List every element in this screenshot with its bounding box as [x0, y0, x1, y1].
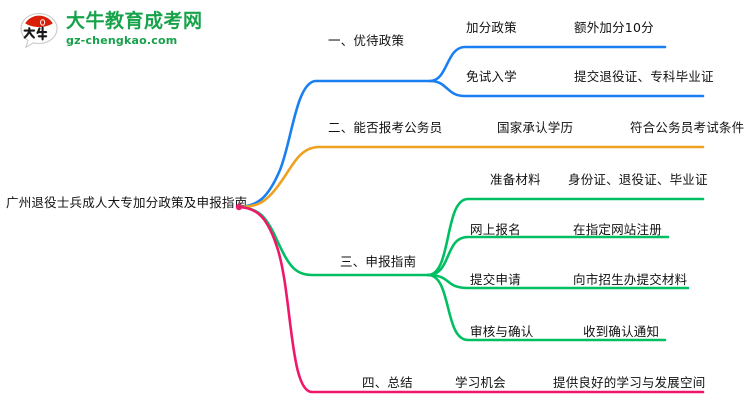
- site-logo: 大牛教育成考网 gz-chengkao.com: [16, 8, 246, 56]
- logo-subtitle: gz-chengkao.com: [66, 34, 178, 47]
- logo-text: 大牛教育成考网 gz-chengkao.com: [66, 10, 203, 48]
- branch-label-1[interactable]: 一、优待政策: [328, 33, 405, 48]
- node-detail-3-2[interactable]: 在指定网站注册: [573, 222, 662, 237]
- node-detail-3-1[interactable]: 身份证、退役证、毕业证: [568, 172, 708, 187]
- branch-connector-3: [237, 197, 705, 342]
- branch-label-4[interactable]: 四、总结: [362, 375, 413, 390]
- node-label-1-1[interactable]: 加分政策: [466, 20, 517, 35]
- node-detail-2-1[interactable]: 符合公务员考试条件: [630, 120, 745, 135]
- node-label-2-1[interactable]: 国家承认学历: [497, 120, 574, 135]
- node-label-3-1[interactable]: 准备材料: [490, 172, 541, 187]
- logo-title: 大牛教育成考网: [66, 10, 203, 32]
- node-label-3-4[interactable]: 审核与确认: [470, 324, 534, 339]
- node-label-3-3[interactable]: 提交申请: [470, 272, 521, 287]
- node-label-4-1[interactable]: 学习机会: [455, 375, 506, 390]
- mindmap-root-title: 广州退役士兵成人大专加分政策及申报指南: [6, 195, 248, 210]
- branch-label-3[interactable]: 三、申报指南: [340, 254, 417, 269]
- node-label-3-2[interactable]: 网上报名: [470, 222, 521, 237]
- node-detail-1-2[interactable]: 提交退役证、专科毕业证: [574, 69, 714, 84]
- node-detail-1-1[interactable]: 额外加分10分: [574, 20, 654, 35]
- node-detail-3-4[interactable]: 收到确认通知: [583, 324, 660, 339]
- branch-label-2[interactable]: 二、能否报考公务员: [328, 120, 443, 135]
- node-detail-3-3[interactable]: 向市招生办提交材料: [573, 272, 688, 287]
- node-detail-4-1[interactable]: 提供良好的学习与发展空间: [553, 375, 706, 390]
- node-label-1-2[interactable]: 免试入学: [466, 69, 517, 84]
- da-niu-speech-bubble-logo-icon: [20, 12, 58, 49]
